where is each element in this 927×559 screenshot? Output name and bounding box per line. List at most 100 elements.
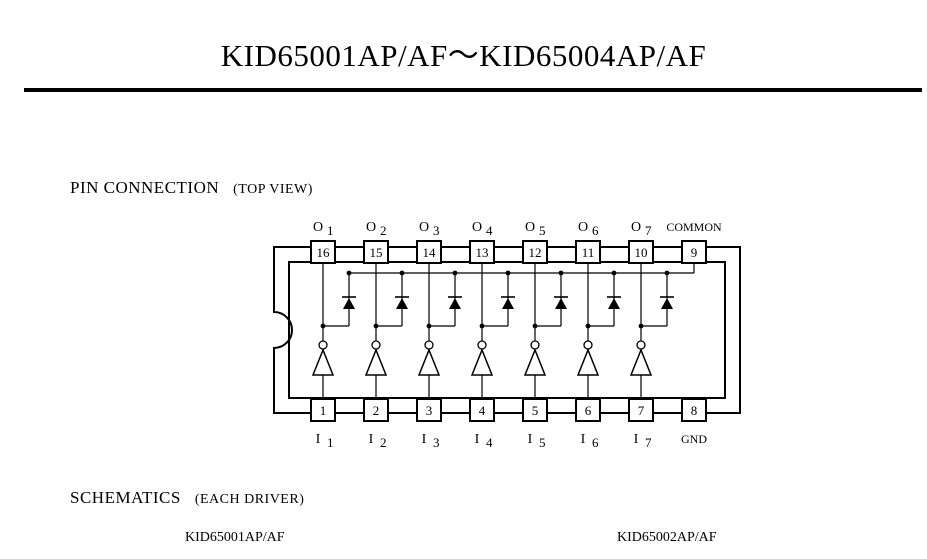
inverter-triangle xyxy=(576,347,600,376)
pin-number: 8 xyxy=(691,403,698,418)
driver-channel-1 xyxy=(311,263,356,399)
bus-junction-dot xyxy=(558,270,564,276)
node-junction-dot xyxy=(638,323,644,329)
pin-number: 13 xyxy=(476,245,489,260)
pin-label-subscript: 2 xyxy=(380,435,387,450)
pin-number: 11 xyxy=(582,245,595,260)
pin-connection-heading-text: PIN CONNECTION xyxy=(70,178,220,197)
pin-label: I xyxy=(528,432,533,447)
schematics-subheading: (EACH DRIVER) xyxy=(194,492,305,507)
diode-symbol xyxy=(343,298,355,309)
pin-label: O xyxy=(525,220,535,235)
pin-label: GND xyxy=(681,432,707,446)
schematics-heading-text: SCHEMATICS xyxy=(70,488,181,507)
inverter-triangle xyxy=(629,347,653,376)
schematics-heading: SCHEMATICS (EACH DRIVER) xyxy=(70,488,304,508)
pin-label-subscript: 6 xyxy=(592,435,599,450)
driver-channel-6 xyxy=(576,263,621,399)
pin-box xyxy=(681,398,707,422)
inverter-triangle xyxy=(364,347,388,376)
inverter-bubble xyxy=(530,340,540,350)
top-pin-9: 9 COMMON xyxy=(666,220,722,264)
pin-label: O xyxy=(472,220,482,235)
pin-label-subscript: 5 xyxy=(539,435,546,450)
pin-label-subscript: 5 xyxy=(539,223,546,238)
bus-junction-dot xyxy=(505,270,511,276)
page-title: KID65001AP/AF～KID65004AP/AF xyxy=(220,38,707,73)
pin-number: 12 xyxy=(529,245,542,260)
driver-channel-3 xyxy=(417,263,462,399)
bus-junction-dot xyxy=(452,270,458,276)
schematic-part-label-2: KID65002AP/AF xyxy=(617,530,717,545)
node-junction-dot xyxy=(373,323,379,329)
pin-label-subscript: 1 xyxy=(327,435,334,450)
bus-junction-dot xyxy=(346,270,352,276)
pin-number: 6 xyxy=(585,403,592,418)
pin-label-subscript: 3 xyxy=(433,223,440,238)
pin-label-subscript: 7 xyxy=(645,435,652,450)
pin-label: I xyxy=(422,432,427,447)
inverter-triangle xyxy=(417,347,441,376)
pin-label: I xyxy=(634,432,639,447)
package-outline xyxy=(273,246,741,414)
pin-label-subscript: 1 xyxy=(327,223,334,238)
driver-channel-7 xyxy=(629,263,674,399)
node-junction-dot xyxy=(585,323,591,329)
diode-symbol xyxy=(502,298,514,309)
pin-number: 15 xyxy=(370,245,383,260)
pin-number: 2 xyxy=(373,403,380,418)
diode-symbol xyxy=(608,298,620,309)
pin-label: O xyxy=(366,220,376,235)
node-junction-dot xyxy=(532,323,538,329)
pin-number: 3 xyxy=(426,403,433,418)
pin-connection-subheading: (TOP VIEW) xyxy=(233,182,313,197)
inverter-bubble xyxy=(636,340,646,350)
driver-channel-4 xyxy=(470,263,515,399)
inverter-bubble xyxy=(477,340,487,350)
pin-number: 14 xyxy=(423,245,437,260)
pin-label: I xyxy=(581,432,586,447)
pin-label: I xyxy=(369,432,374,447)
driver-channel-2 xyxy=(364,263,409,399)
pin-label: O xyxy=(313,220,323,235)
bus-junction-dot xyxy=(664,270,670,276)
title-rule xyxy=(24,88,922,92)
diode-symbol xyxy=(396,298,408,309)
pin-number: 5 xyxy=(532,403,539,418)
pin-number: 10 xyxy=(635,245,648,260)
inverter-bubble xyxy=(424,340,434,350)
inverter-bubble xyxy=(318,340,328,350)
diode-symbol xyxy=(555,298,567,309)
package-inner-outline xyxy=(288,261,726,399)
package-body xyxy=(273,246,741,414)
pin-label-subscript: 4 xyxy=(486,435,493,450)
pin-label: COMMON xyxy=(666,220,722,234)
pin-number: 16 xyxy=(317,245,331,260)
inverter-bubble xyxy=(371,340,381,350)
inverter-triangle xyxy=(470,347,494,376)
pin-label-subscript: 4 xyxy=(486,223,493,238)
pin-label: I xyxy=(316,432,321,447)
pin-label: O xyxy=(631,220,641,235)
pin-label: O xyxy=(578,220,588,235)
driver-circuits xyxy=(311,263,695,399)
pin-label: I xyxy=(475,432,480,447)
pin-number: 9 xyxy=(691,245,698,260)
schematic-part-label-1: KID65001AP/AF xyxy=(185,530,285,545)
